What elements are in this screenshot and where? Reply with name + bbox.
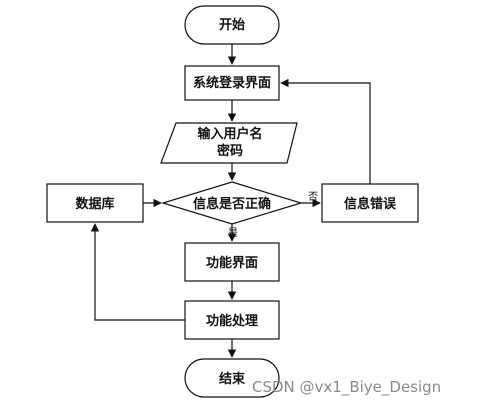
error-node: 信息错误 [321, 183, 419, 223]
process-label: 功能处理 [206, 313, 258, 329]
end-node: 结束 [184, 358, 280, 398]
check-label: 信息是否正确 [193, 196, 271, 212]
input-label-line1: 输入用户名 [197, 126, 262, 142]
error-label: 信息错误 [344, 196, 397, 212]
database-node: 数据库 [46, 183, 144, 223]
database-label: 数据库 [75, 196, 114, 212]
input-node: 输入用户名 密码 [160, 122, 298, 164]
login-label: 系统登录界面 [193, 75, 271, 91]
no-label: 否 [308, 191, 318, 203]
function-ui-node: 功能界面 [184, 242, 280, 282]
process-node: 功能处理 [184, 300, 280, 340]
watermark-text: CSDN @vx1_Biye_Design [252, 378, 442, 396]
start-label: 开始 [219, 17, 245, 33]
end-label: 结束 [219, 371, 246, 387]
login-node: 系统登录界面 [184, 65, 280, 101]
function-ui-label: 功能界面 [206, 255, 258, 271]
start-node: 开始 [184, 5, 280, 45]
check-node: 信息是否正确 [160, 181, 304, 225]
edge-process-database [90, 223, 185, 321]
edge-error-login [280, 78, 371, 184]
yes-label: 是 [228, 227, 238, 239]
input-label-line2: 密码 [216, 143, 243, 159]
